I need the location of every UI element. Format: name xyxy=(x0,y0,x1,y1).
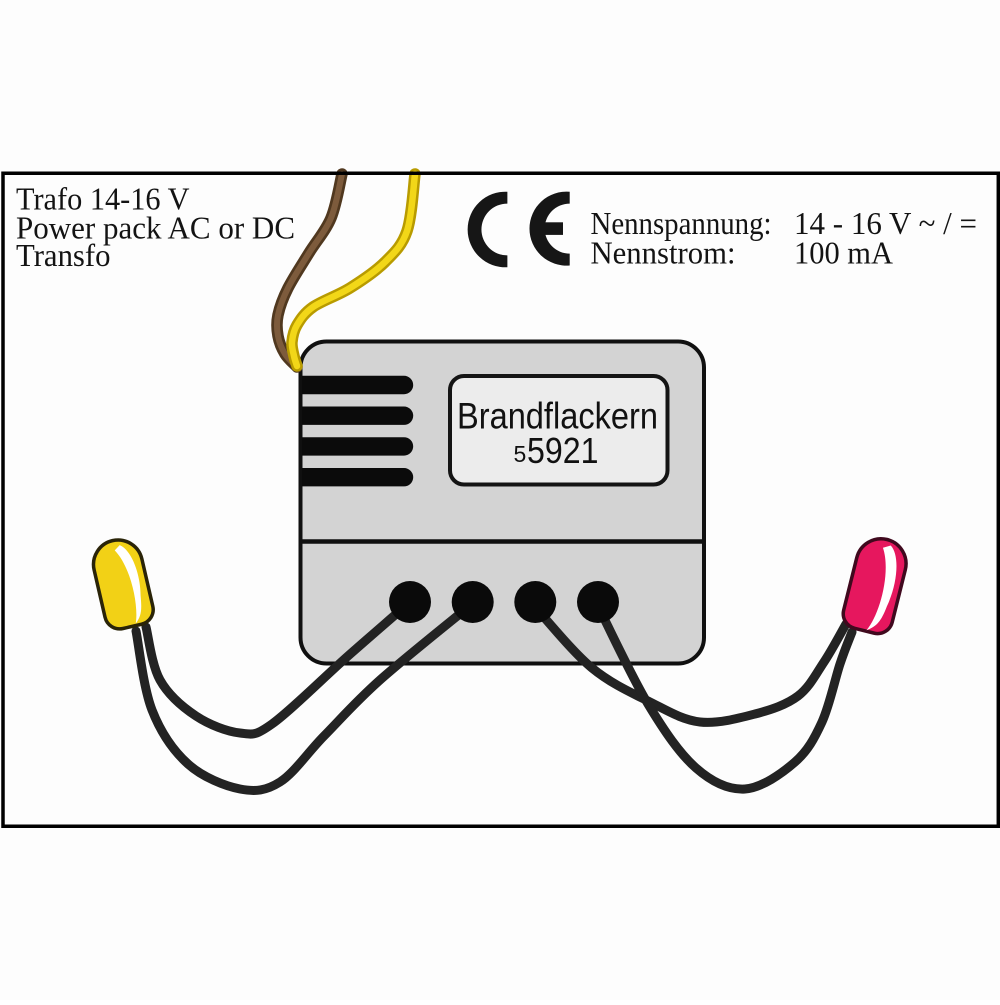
svg-text:Trafo 14-16 V: Trafo 14-16 V xyxy=(16,181,190,217)
svg-text:Brandflackern: Brandflackern xyxy=(457,396,658,437)
svg-text:5921: 5921 xyxy=(527,430,599,471)
svg-text:Power pack AC or DC: Power pack AC or DC xyxy=(16,210,295,246)
svg-text:Nennspannung:: Nennspannung: xyxy=(591,205,772,241)
svg-text:5: 5 xyxy=(514,441,527,467)
svg-text:100 mA: 100 mA xyxy=(794,235,893,271)
svg-text:Nennstrom:: Nennstrom: xyxy=(591,235,736,271)
svg-text:Transfo: Transfo xyxy=(16,237,111,273)
svg-text:14 - 16 V ~ / =: 14 - 16 V ~ / = xyxy=(794,205,977,241)
